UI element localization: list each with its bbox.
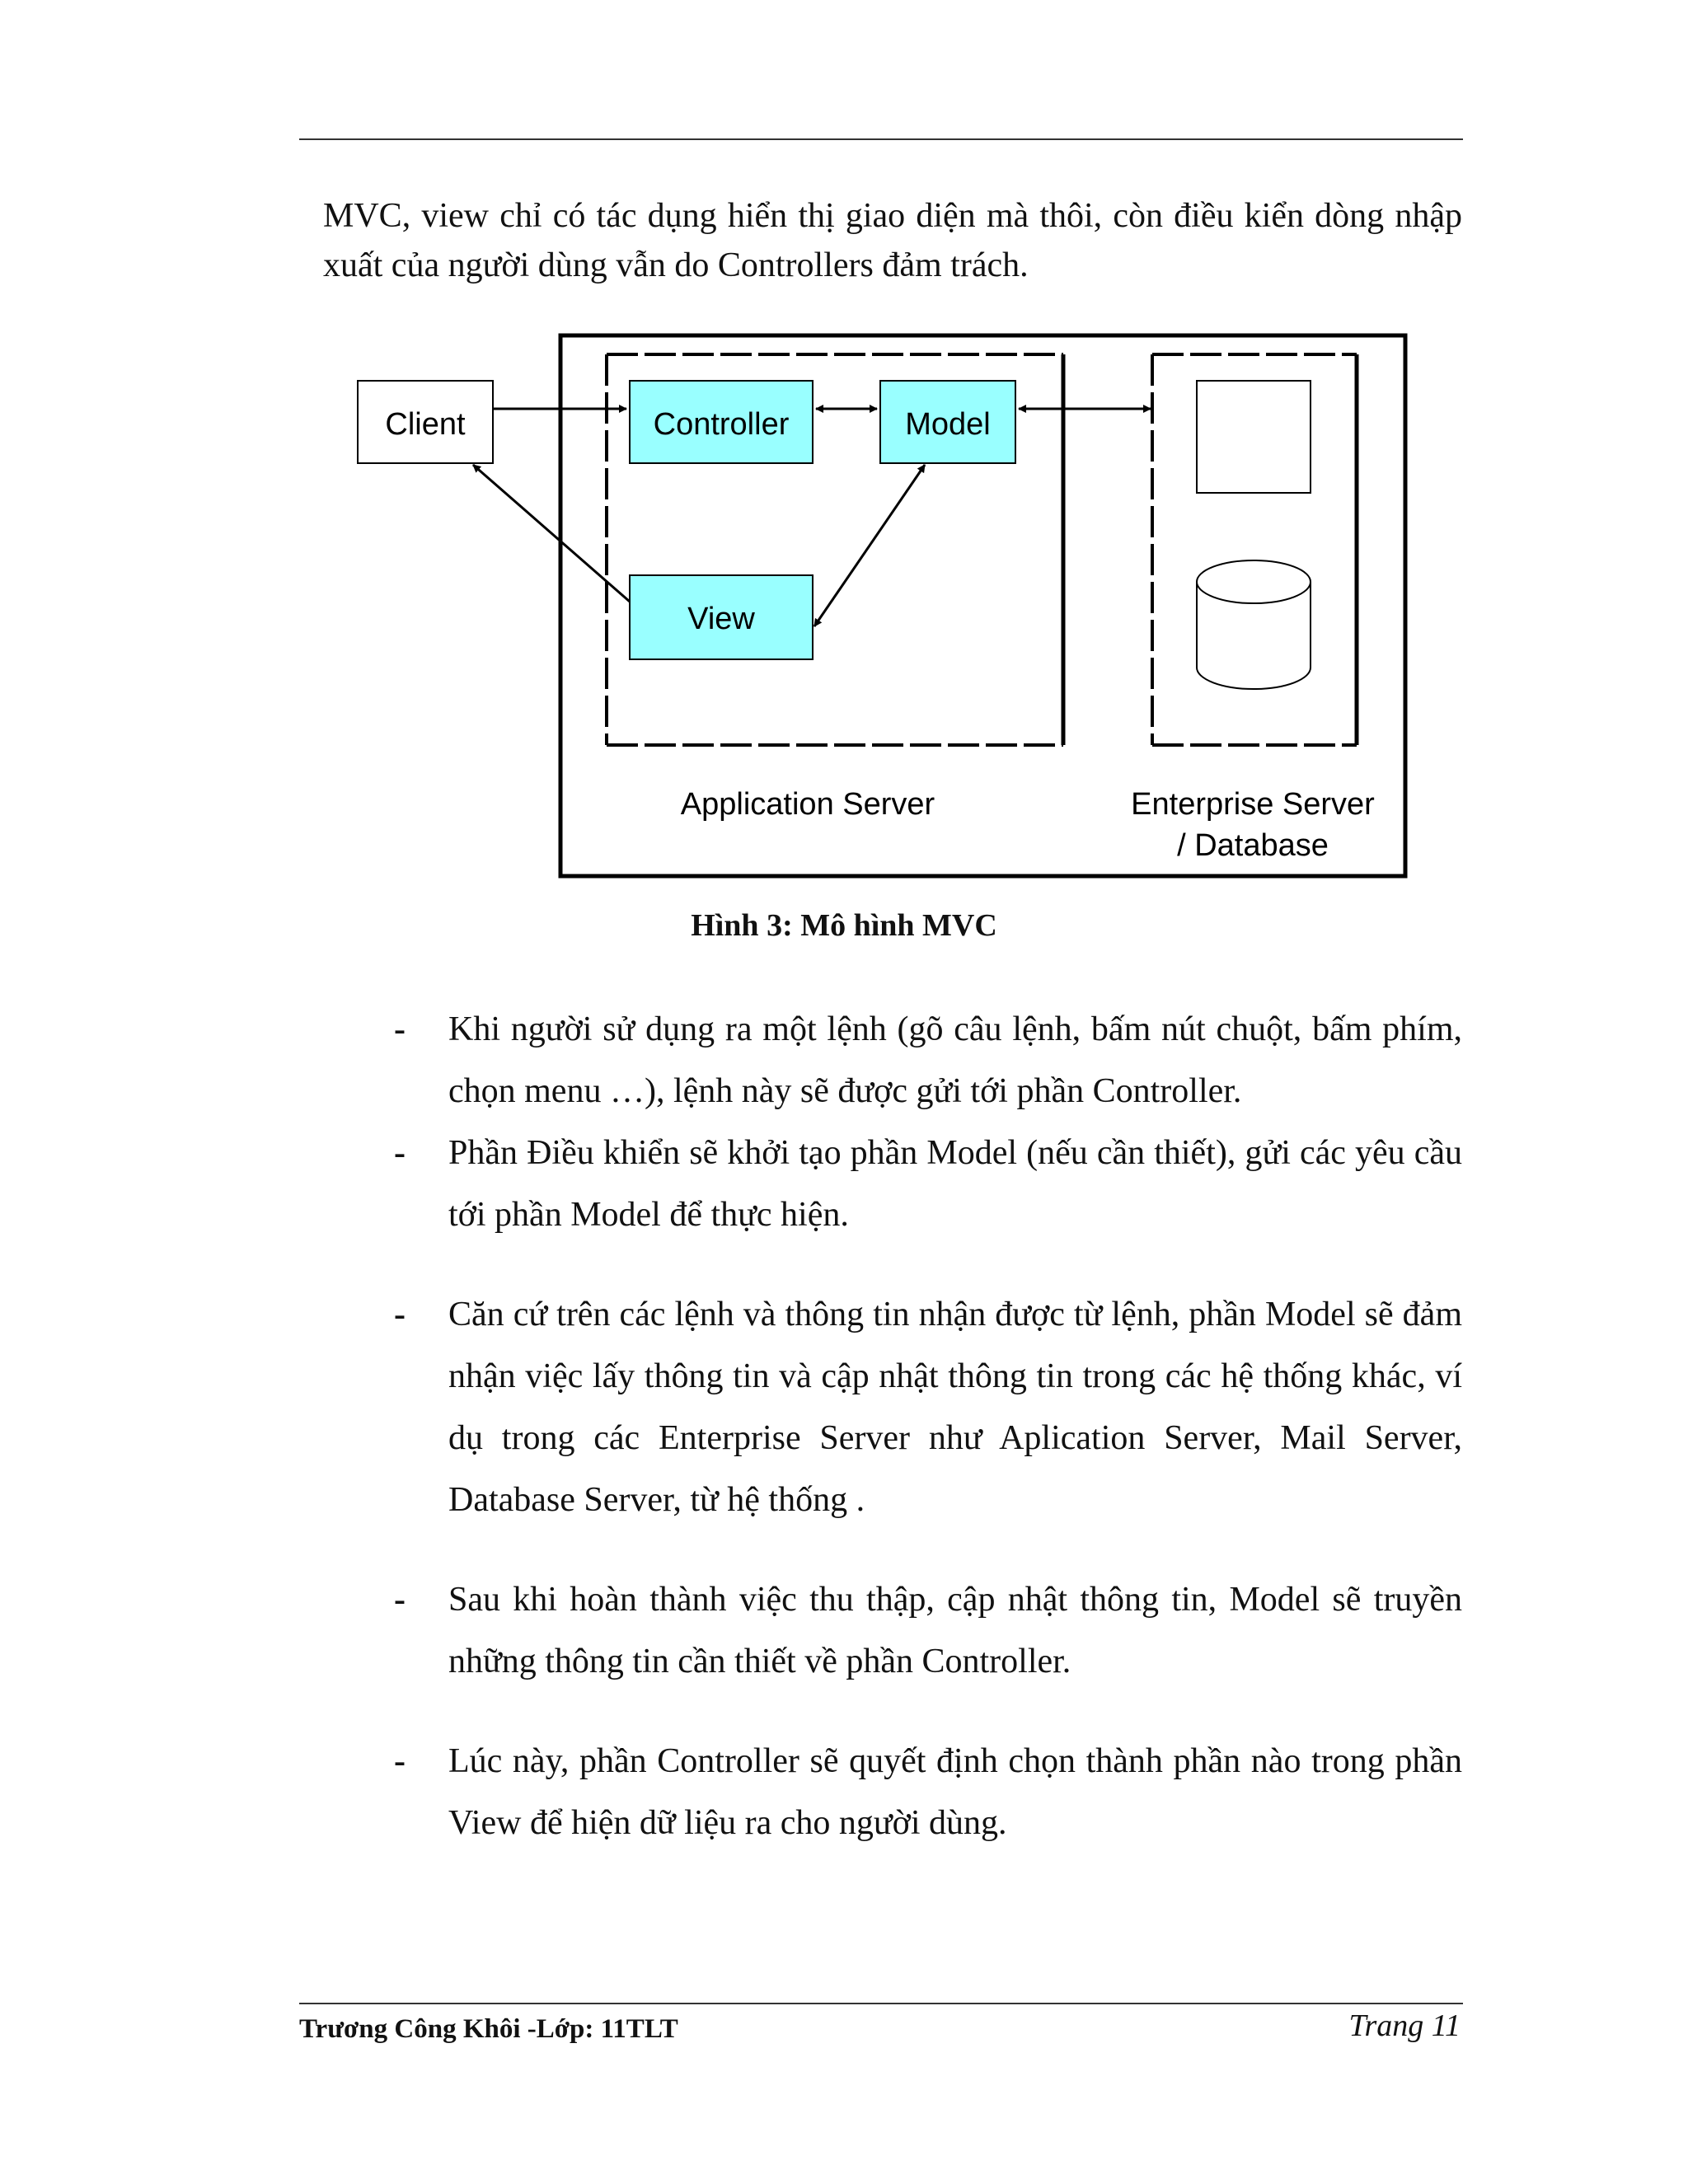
enterprise-server-label-line2: / Database [1177,828,1329,863]
view-box [629,574,814,660]
database-icon [1196,560,1311,690]
enterprise-server-region [1151,353,1359,747]
bullet-text: Khi người sử dụng ra một lệnh (gõ câu lệ… [448,1010,1462,1110]
client-label: Client [385,407,466,442]
footer-author: Trương Công Khôi -Lớp: 11TLT [299,2014,678,2044]
bullet-text: Lúc này, phần Controller sẽ quyết định c… [448,1742,1462,1842]
bullet-marker: - [394,1134,406,1172]
view-label: View [687,602,755,636]
bullet-marker: - [394,1010,406,1048]
bullet-text: Sau khi hoàn thành việc thu thập, cập nh… [448,1581,1462,1680]
server-icon [1196,380,1311,494]
header-rule [299,138,1463,140]
mvc-diagram: Client Controller Model View Application… [357,333,1408,879]
bullet-marker: - [394,1742,406,1780]
controller-label: Controller [654,407,790,442]
enterprise-server-label-line1: Enterprise Server [1131,787,1375,822]
bullet-marker: - [394,1581,406,1619]
application-server-region [605,353,1066,747]
bullet-text: Phần Điều khiển sẽ khởi tạo phần Model (… [448,1134,1462,1234]
page-number: Trang 11 [1348,2008,1461,2043]
figure-caption: Hình 3: Mô hình MVC [691,908,997,943]
bullet-text: Căn cứ trên các lệnh và thông tin nhận đ… [448,1296,1462,1519]
intro-paragraph: MVC, view chỉ có tác dụng hiển thị giao … [323,197,1462,284]
client-box [357,380,494,464]
model-box [879,380,1016,464]
controller-box [629,380,814,464]
footer-rule [299,2003,1463,2004]
application-server-label: Application Server [681,787,935,822]
outer-frame [558,333,1408,879]
model-view-arrow [813,464,926,627]
view-to-client-arrow [472,463,631,603]
bullet-marker: - [394,1296,406,1333]
model-label: Model [905,407,991,442]
